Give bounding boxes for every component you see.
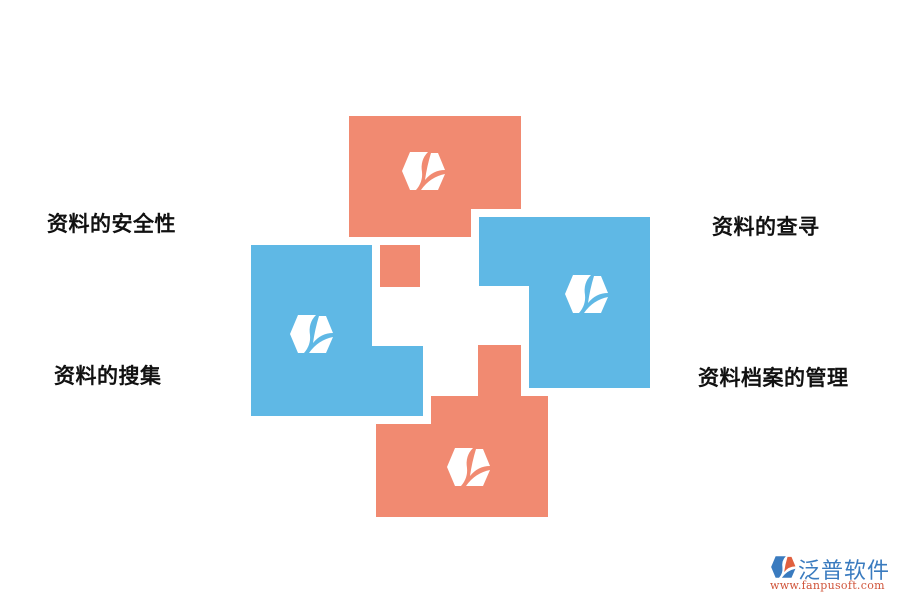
leaf-hexagon-icon [402,152,445,190]
fanpu-logo-icon [771,556,796,578]
brand-url: www.fanpusoft.com [770,579,885,592]
bottom-orange-block-mid [431,396,548,424]
leaf-hexagon-icon [290,315,333,353]
right-blue-block-lower [529,286,650,388]
left-blue-block [251,245,372,346]
leaf-hexagon-icon [447,448,490,486]
leaf-hexagon-icon [565,275,608,313]
label-data-search: 资料的查寻 [712,215,820,239]
right-blue-block [479,217,650,286]
label-data-security: 资料的安全性 [47,212,176,236]
brand-name: 泛普软件 [798,559,891,584]
bottom-orange-tab [478,345,521,396]
top-orange-block-lower [349,209,471,237]
label-data-collection: 资料的搜集 [54,364,162,388]
left-blue-block-lower [251,346,423,416]
small-orange-square [380,245,420,287]
brand-watermark: 泛普软件 www.fanpusoft.com [770,553,895,593]
label-archive-management: 资料档案的管理 [698,366,849,390]
